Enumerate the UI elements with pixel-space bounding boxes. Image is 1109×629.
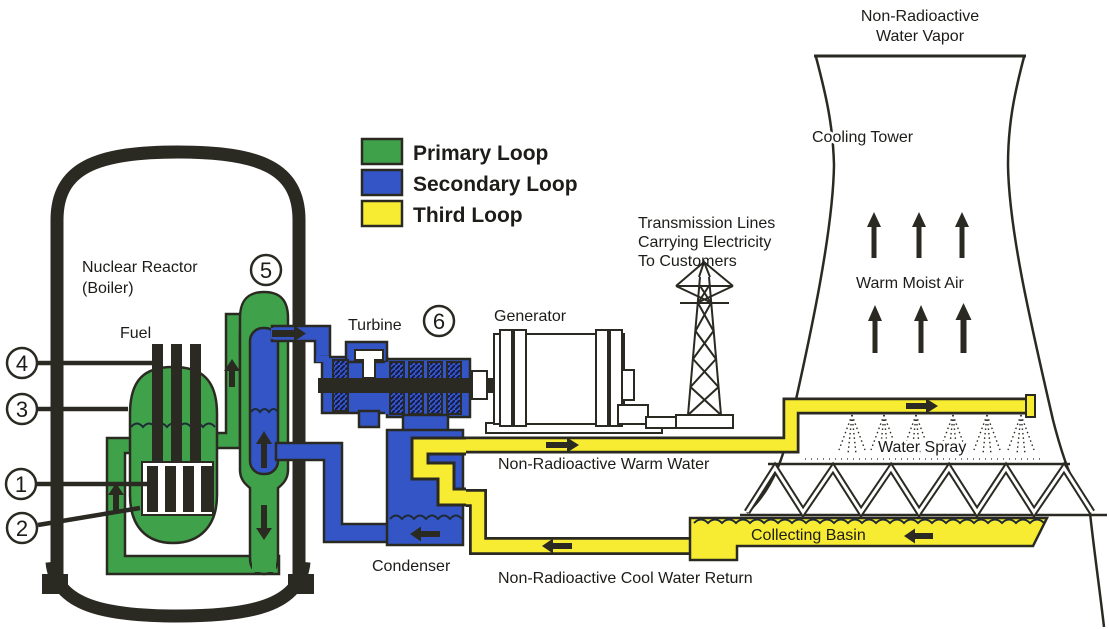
containment-building xyxy=(42,145,314,623)
legend-swatch-secondary xyxy=(360,168,404,197)
label-cooling-tower: Cooling Tower xyxy=(812,129,914,146)
legend-swatch-primary xyxy=(360,137,404,166)
legend-swatch-third xyxy=(360,199,404,228)
callouts: 1 2 3 4 5 6 xyxy=(4,253,456,545)
label-cool-water-return: Non-Radioactive Cool Water Return xyxy=(498,570,753,587)
shaft-coupling xyxy=(471,370,488,400)
generator xyxy=(485,329,679,434)
steam-pipe xyxy=(270,324,332,364)
steam-generator xyxy=(238,290,290,576)
label-warm-moist-air: Warm Moist Air xyxy=(856,275,965,292)
label-water-vapor-1: Non-Radioactive xyxy=(861,8,979,25)
flow-arrow-up-riser xyxy=(224,359,240,387)
control-rods xyxy=(152,344,201,466)
warm-air-arrows xyxy=(867,212,972,353)
flow-arrow-up-primary-left xyxy=(108,483,124,512)
legend-label-third: Third Loop xyxy=(413,204,523,227)
svg-text:1: 1 xyxy=(15,472,27,497)
transmission-tower xyxy=(675,259,734,429)
flow-arrow-right-steam-pipe xyxy=(272,325,306,342)
steam-generator-inner-vessel xyxy=(248,326,280,476)
flow-arrow-right-warm-water xyxy=(546,437,579,453)
reactor-vessel xyxy=(108,344,240,545)
legend-label-secondary: Secondary Loop xyxy=(413,173,578,196)
callout-4: 4 xyxy=(5,346,39,380)
svg-text:5: 5 xyxy=(260,258,272,283)
label-water-vapor-2: Water Vapor xyxy=(876,28,965,45)
label-transmission-1: Transmission Lines xyxy=(638,215,775,232)
legend-label-primary: Primary Loop xyxy=(413,142,548,165)
label-collecting-basin: Collecting Basin xyxy=(751,527,866,544)
label-fuel: Fuel xyxy=(120,325,151,342)
callout-5: 5 xyxy=(249,253,283,287)
fuel-assembly xyxy=(141,461,214,516)
label-generator: Generator xyxy=(494,308,567,325)
flow-arrow-left-basin xyxy=(904,528,933,544)
cool-water-return-pipe xyxy=(466,489,702,555)
collecting-basin xyxy=(688,516,1050,562)
cooling-tower xyxy=(746,54,1106,628)
spray-header-endcap xyxy=(1025,394,1036,418)
svg-text:6: 6 xyxy=(433,309,445,334)
svg-text:4: 4 xyxy=(16,351,28,376)
label-condenser: Condenser xyxy=(372,558,451,575)
legend: Primary Loop Secondary Loop Third Loop xyxy=(360,137,578,228)
callout-3: 3 xyxy=(5,392,39,426)
label-boiler: (Boiler) xyxy=(82,280,134,297)
fill-truss xyxy=(740,461,1107,519)
generator-to-tower-connector xyxy=(645,416,679,429)
label-turbine: Turbine xyxy=(348,317,402,334)
flow-arrow-right-spray-header xyxy=(906,398,938,414)
label-transmission-2: Carrying Electricity xyxy=(638,234,771,251)
label-warm-water: Non-Radioactive Warm Water xyxy=(498,456,710,473)
label-water-spray: Water Spray xyxy=(878,439,966,456)
flow-arrow-down-steam-generator xyxy=(256,505,272,540)
callout-6: 6 xyxy=(422,304,456,338)
callout-1: 1 xyxy=(4,467,38,501)
flow-arrow-left-cool-water xyxy=(542,538,572,554)
label-transmission-3: To Customers xyxy=(638,253,737,270)
turbine-shaft xyxy=(318,378,497,393)
callout-lines xyxy=(36,360,158,528)
turbine xyxy=(316,340,497,435)
flow-arrow-up-steam-generator xyxy=(256,431,272,468)
callout-2: 2 xyxy=(5,511,39,545)
svg-text:2: 2 xyxy=(16,516,28,541)
svg-text:3: 3 xyxy=(16,397,28,422)
label-nuclear-reactor: Nuclear Reactor xyxy=(82,259,198,276)
flow-arrow-left-condenser xyxy=(410,526,440,542)
condenser-coil xyxy=(410,436,466,507)
water-spray-nozzles xyxy=(805,414,1040,460)
